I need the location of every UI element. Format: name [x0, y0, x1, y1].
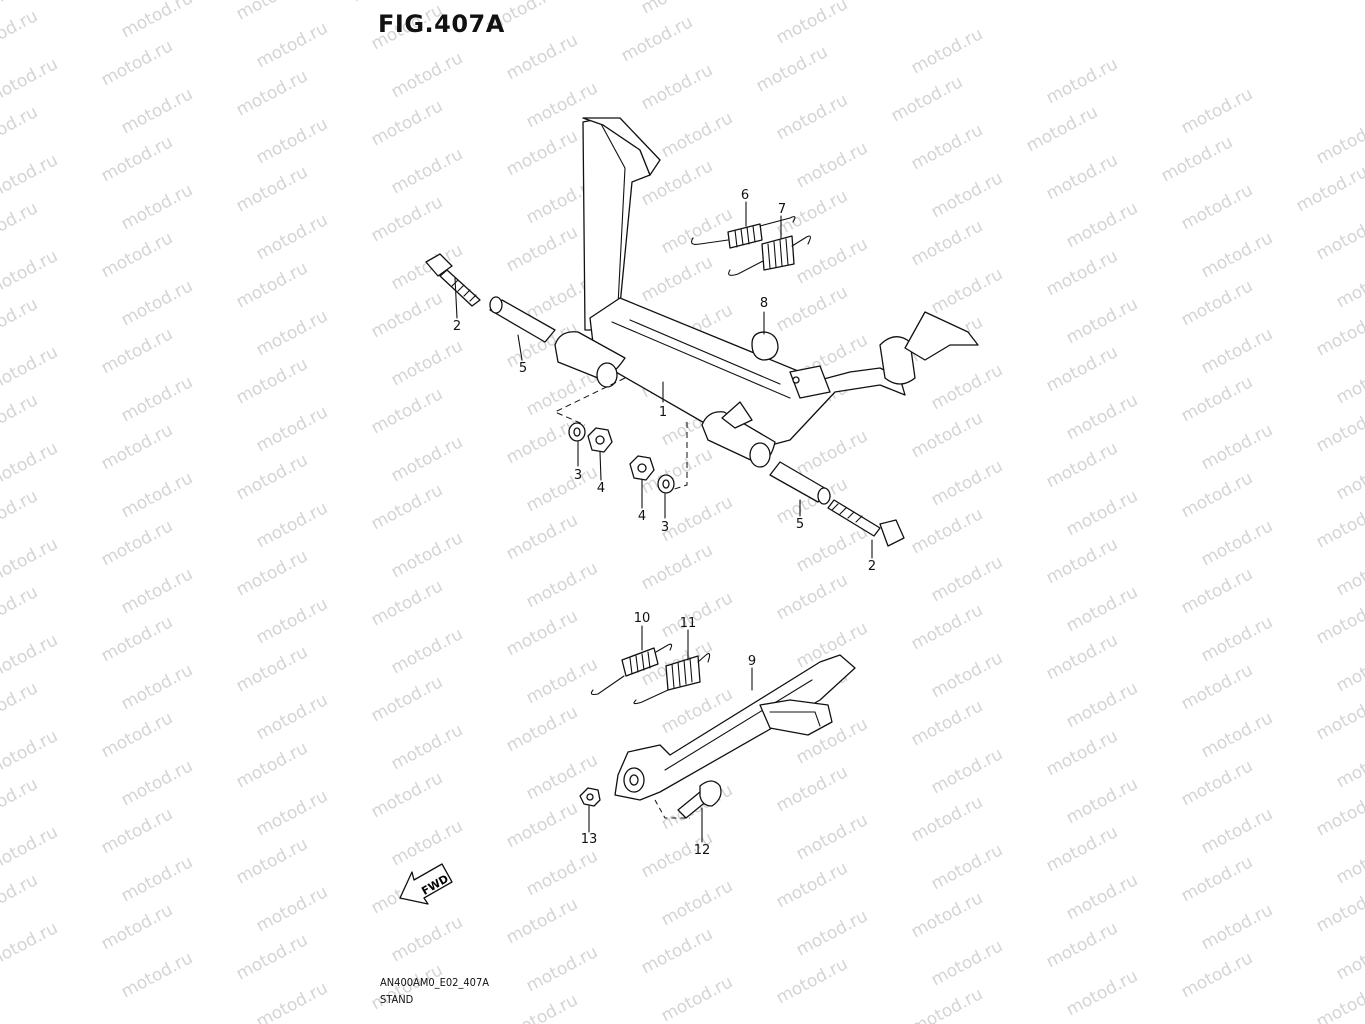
callout-6: 6 — [741, 188, 749, 203]
callout-10: 10 — [634, 611, 651, 626]
callout-numbers: 1 2 2 3 3 4 4 5 5 6 7 8 9 10 11 12 13 — [453, 188, 876, 858]
collar-part-5-left — [489, 296, 556, 343]
callout-4-right: 4 — [638, 509, 646, 524]
callout-11: 11 — [680, 616, 697, 631]
bolt-part-2-right — [827, 499, 905, 547]
nut-part-4-left — [587, 427, 613, 453]
main-stand — [553, 117, 979, 493]
callout-13: 13 — [581, 832, 598, 847]
callout-2-right: 2 — [868, 559, 876, 574]
callout-leaders — [454, 201, 873, 843]
spring-part-11 — [633, 653, 711, 705]
washer-part-3-right — [657, 474, 675, 494]
washer-part-3-left — [568, 422, 586, 442]
callout-5-left: 5 — [519, 361, 527, 376]
callout-1: 1 — [659, 405, 667, 420]
spring-part-10 — [590, 643, 673, 696]
stopper-part-8 — [751, 331, 779, 361]
callout-2-left: 2 — [453, 319, 461, 334]
callout-12: 12 — [694, 843, 711, 858]
figure-code: AN400AM0_E02_407A — [380, 976, 490, 989]
forward-arrow-icon: FWD — [399, 863, 453, 905]
callout-3-right: 3 — [661, 520, 669, 535]
bolt-part-2-left — [425, 253, 481, 307]
nut-part-4-right — [629, 455, 655, 481]
callout-8: 8 — [760, 296, 768, 311]
figure-title: FIG.407A — [378, 10, 505, 38]
collar-part-5-right — [769, 461, 831, 505]
spring-part-6 — [691, 216, 796, 249]
figure-caption: STAND — [380, 993, 414, 1006]
bolt-part-12 — [677, 780, 722, 819]
spring-part-7 — [728, 235, 811, 276]
callout-4-left: 4 — [597, 481, 605, 496]
nut-part-13 — [579, 787, 601, 807]
side-stand-part-9 — [614, 654, 856, 819]
callout-9: 9 — [748, 654, 756, 669]
callout-7: 7 — [778, 202, 786, 217]
callout-5-right: 5 — [796, 517, 804, 532]
callout-3-left: 3 — [574, 468, 582, 483]
